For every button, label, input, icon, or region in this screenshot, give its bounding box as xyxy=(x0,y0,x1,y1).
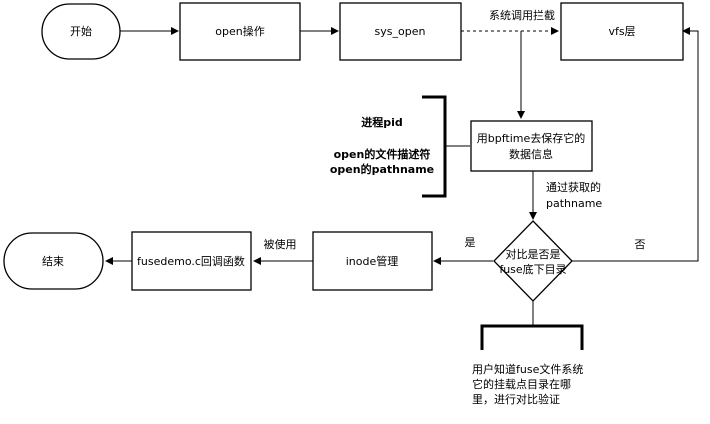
decision-node[interactable]: 对比是否是 fuse底下目录 xyxy=(493,220,573,302)
edge-label-used: 被使用 xyxy=(264,238,297,251)
note-user-line2: 它的挂载点目录在哪 xyxy=(472,377,571,391)
edge-label-intercept: 系统调用拦截 xyxy=(489,8,555,22)
note-user-line3: 里，进行对比验证 xyxy=(472,392,560,406)
edge-label-yes: 是 xyxy=(465,236,476,249)
end-node[interactable]: 结束 xyxy=(3,232,104,290)
bpf-info-bracket xyxy=(422,95,470,198)
sys-open-node[interactable]: sys_open xyxy=(339,2,462,61)
start-node[interactable]: 开始 xyxy=(41,3,121,60)
decision-label-line2: fuse底下目录 xyxy=(499,262,566,276)
decision-label-line1: 对比是否是 xyxy=(506,247,561,261)
bpftime-label-line1: 用bpftime去保存它的 xyxy=(477,131,586,145)
bpftime-node[interactable]: 用bpftime去保存它的 数据信息 xyxy=(470,120,593,172)
note-pathname: open的pathname xyxy=(330,162,434,176)
start-node-label: 开始 xyxy=(70,24,92,38)
sys-open-label: sys_open xyxy=(375,25,426,38)
vfs-layer-label: vfs层 xyxy=(608,25,635,38)
edge-label-obtain-line2: pathname xyxy=(546,197,602,210)
bpftime-label-line2: 数据信息 xyxy=(509,147,553,161)
edge-label-no: 否 xyxy=(635,238,646,251)
open-operation-node[interactable]: open操作 xyxy=(179,2,301,61)
note-process-pid: 进程pid xyxy=(361,115,403,129)
open-operation-label: open操作 xyxy=(215,24,264,38)
inode-label: inode管理 xyxy=(346,254,399,268)
edge-label-obtain-line1: 通过获取的 xyxy=(546,180,601,194)
note-file-descriptor: open的文件描述符 xyxy=(334,147,431,161)
note-user-line1: 用户知道fuse文件系统 xyxy=(472,362,583,376)
edge-decision-no-to-vfs xyxy=(571,27,699,262)
vfs-layer-node[interactable]: vfs层 xyxy=(560,2,684,61)
user-info-bracket xyxy=(480,301,584,350)
end-node-label: 结束 xyxy=(42,255,64,268)
inode-node[interactable]: inode管理 xyxy=(312,231,433,291)
callback-node[interactable]: fusedemo.c回调函数 xyxy=(131,231,252,291)
callback-label: fusedemo.c回调函数 xyxy=(137,255,245,268)
